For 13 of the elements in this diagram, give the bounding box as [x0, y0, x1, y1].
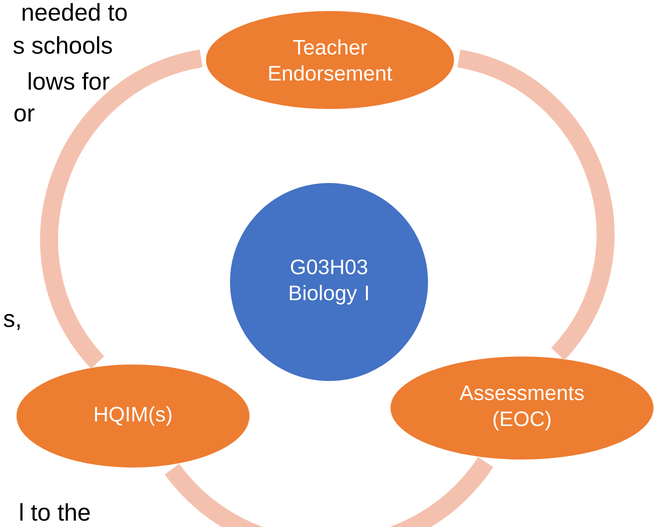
text-fragment: or — [14, 108, 34, 122]
ellipse-node: HQIM(s) — [14, 362, 252, 470]
text-fragment: needed to — [22, 3, 127, 21]
text-fragment: l to the — [20, 503, 90, 521]
ring-segment — [165, 456, 493, 527]
text-fragment: s, — [4, 314, 20, 330]
circle-node: G03H03 Biology I — [228, 181, 430, 383]
ring-segment — [456, 50, 614, 360]
ring-segment — [40, 50, 204, 368]
ellipse-node: Teacher Endorsement — [204, 9, 456, 111]
ellipse-node: Assessments (EOC) — [388, 354, 655, 462]
text-fragment: lows for — [28, 72, 110, 90]
text-fragment: s schools — [13, 36, 112, 54]
